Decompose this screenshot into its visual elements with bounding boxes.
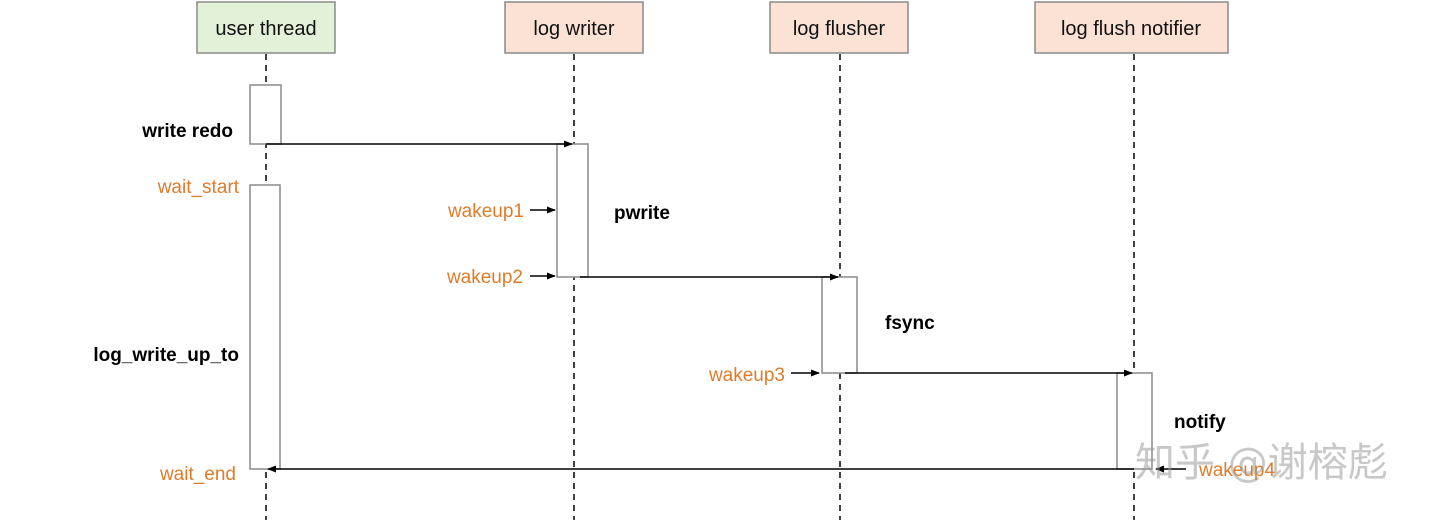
activation-log-flusher [821, 276, 858, 374]
activation-user-write-redo [249, 84, 282, 145]
label-wait-start: wait_start [157, 177, 240, 198]
participant-log-writer-label: log writer [533, 18, 614, 40]
participant-log-writer: log writer [504, 1, 644, 54]
label-wakeup1: wakeup1 [447, 201, 524, 222]
participant-user-thread: user thread [196, 1, 336, 54]
label-pwrite: pwrite [614, 203, 670, 224]
label-notify: notify [1174, 412, 1226, 433]
activation-log-flush-notifier [1116, 372, 1153, 470]
label-wakeup4: wakeup4 [1198, 460, 1275, 481]
label-wakeup2: wakeup2 [446, 267, 523, 288]
label-log-write-up-to: log_write_up_to [93, 345, 239, 366]
participant-log-flush-notifier: log flush notifier [1034, 1, 1229, 54]
participant-log-flusher-label: log flusher [793, 18, 886, 40]
participant-log-flush-notifier-label: log flush notifier [1061, 18, 1201, 40]
label-wait-end: wait_end [159, 464, 236, 485]
label-fsync: fsync [885, 313, 935, 334]
activation-user-wait [249, 184, 281, 470]
watermark-text: 知乎 @谢榕彪 [1135, 440, 1388, 486]
activation-log-writer [556, 143, 589, 278]
participant-log-flusher: log flusher [769, 1, 909, 54]
label-write-redo: write redo [141, 121, 233, 142]
label-wakeup3: wakeup3 [708, 365, 785, 386]
participant-user-thread-label: user thread [215, 18, 316, 40]
